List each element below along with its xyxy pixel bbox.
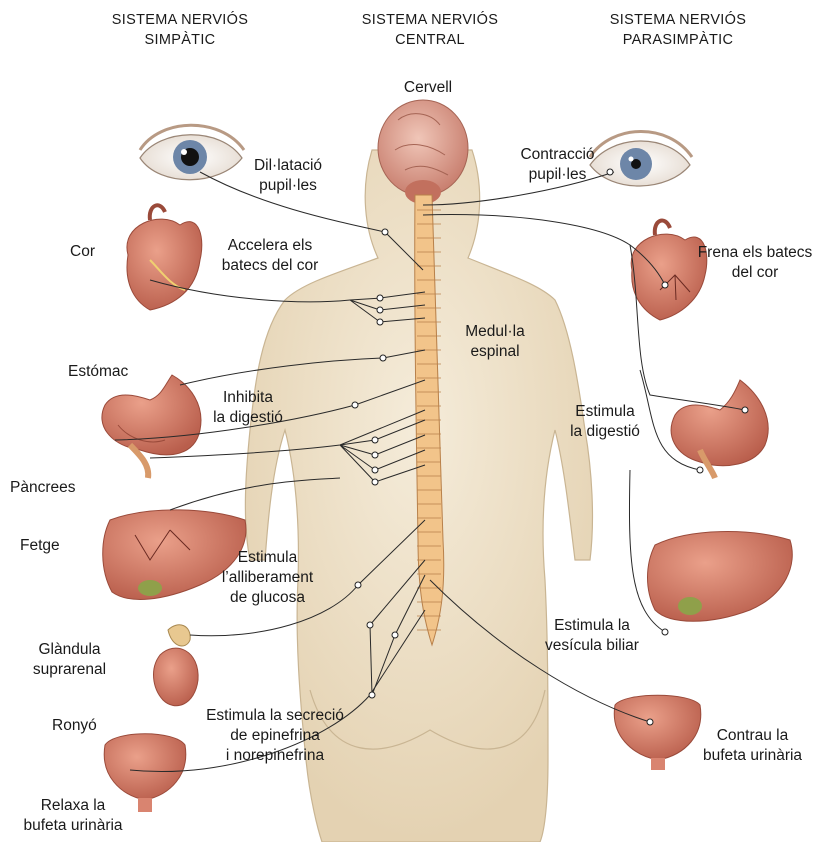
label-brain: Cervell	[388, 78, 468, 98]
label-stimulate-digestion: Estimula la digestió	[560, 402, 650, 442]
label-inhibit-digestion: Inhibita la digestió	[198, 388, 298, 428]
label-epinephrine-secretion: Estimula la secreció de epinefrina i nor…	[190, 706, 360, 766]
label-heart-slow: Frena els batecs del cor	[690, 243, 820, 283]
right-stomach	[671, 380, 768, 478]
label-spinal-cord: Medul·la espinal	[450, 322, 540, 362]
label-pancreas: Pàncrees	[10, 478, 100, 498]
label-gallbladder: Estimula la vesícula biliar	[536, 616, 648, 656]
label-glucose-release: Estimula l’alliberament de glucosa	[205, 548, 330, 608]
header-central: SISTEMA NERVIÓS CENTRAL	[345, 10, 515, 50]
left-heart	[127, 205, 202, 310]
left-eye	[140, 125, 244, 180]
label-heart-left: Cor	[70, 242, 120, 262]
label-kidney: Ronyó	[52, 716, 112, 736]
label-liver: Fetge	[20, 536, 80, 556]
label-stomach: Estómac	[68, 362, 148, 382]
header-parasympathetic: SISTEMA NERVIÓS PARASIMPÀTIC	[593, 10, 763, 50]
label-adrenal-gland: Glàndula suprarenal	[22, 640, 117, 680]
left-adrenal-kidney	[154, 625, 199, 706]
right-bladder	[614, 695, 700, 770]
label-pupil-dilation: Dil·latació pupil·les	[238, 156, 338, 196]
header-sympathetic: SISTEMA NERVIÓS SIMPÀTIC	[95, 10, 265, 50]
right-liver	[648, 532, 793, 622]
left-stomach	[102, 375, 201, 478]
label-pupil-contraction: Contracció pupil·les	[505, 145, 610, 185]
label-bladder-contract: Contrau la bufeta urinària	[690, 726, 815, 766]
label-heart-accelerate: Accelera els batecs del cor	[205, 236, 335, 276]
label-bladder-relax: Relaxa la bufeta urinària	[8, 796, 138, 836]
